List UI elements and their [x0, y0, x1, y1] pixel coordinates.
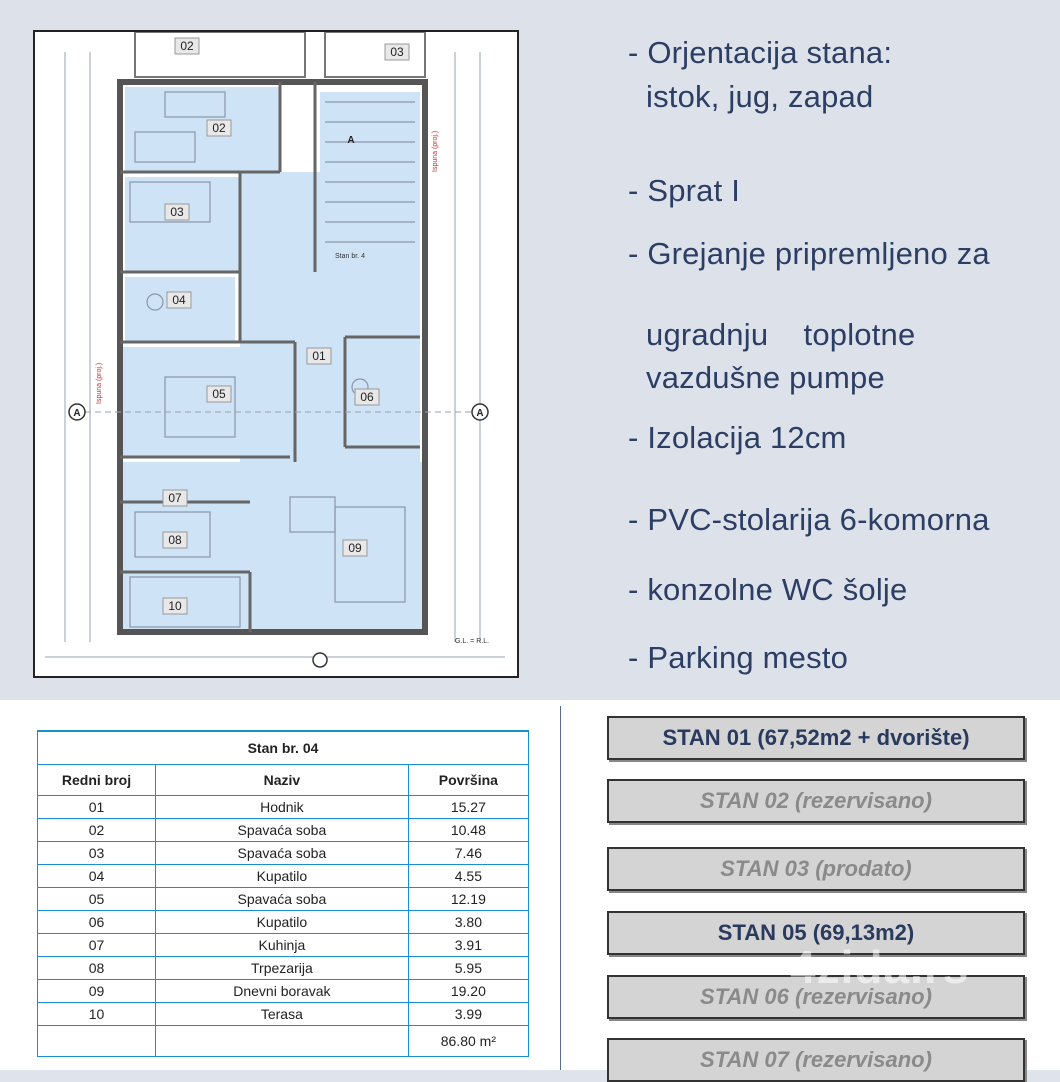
room-area: 10.48 — [407, 818, 530, 842]
room-name: Spavaća soba — [155, 887, 409, 911]
stan-07-button[interactable]: STAN 07 (rezervisano) — [607, 1038, 1025, 1082]
room-number: 07 — [168, 491, 182, 505]
feature-line: - Parking mesto — [628, 640, 849, 675]
section-marks — [68, 403, 489, 668]
floor-plan-drawing: 02 03 02 03 04 01 05 06 07 08 09 10 — [45, 32, 505, 668]
stan-06-button[interactable]: STAN 06 (rezervisano) — [607, 975, 1025, 1019]
section-mark-label: A — [73, 408, 80, 419]
room-name: Terasa — [155, 1002, 409, 1026]
feature-line: vazdušne pumpe — [646, 360, 885, 395]
room-number: 06 — [360, 390, 374, 404]
furniture — [129, 91, 415, 628]
inner-walls — [120, 82, 420, 632]
room-number: 03 — [390, 45, 404, 59]
room-area-table: Stan br. 04 Redni broj Naziv Površina 01… — [36, 730, 530, 1057]
room-name: Kupatilo — [155, 910, 409, 934]
room-number: 03 — [170, 205, 184, 219]
room-name: Kupatilo — [155, 864, 409, 888]
feature-line: ugradnju toplotne — [646, 317, 916, 352]
row-number: 06 — [36, 910, 157, 934]
row-number: 02 — [36, 818, 157, 842]
row-number: 07 — [36, 933, 157, 957]
row-number: 09 — [36, 979, 157, 1003]
plan-label: Stan br. 4 — [335, 253, 365, 260]
stan-01-button[interactable]: STAN 01 (67,52m2 + dvorište) — [607, 716, 1025, 760]
feature-line: - Orjentacija stana: — [628, 35, 893, 70]
stan-02-button[interactable]: STAN 02 (rezervisano) — [607, 779, 1025, 823]
room-area: 5.95 — [407, 956, 530, 980]
row-number: 05 — [36, 887, 157, 911]
column-header: Naziv — [155, 764, 409, 796]
feature-line: - Izolacija 12cm — [628, 420, 847, 455]
plan-label: Ispuna (proj.) — [96, 363, 103, 404]
room-number: 09 — [348, 541, 362, 555]
room-name: Dnevni boravak — [155, 979, 409, 1003]
room-area: 15.27 — [407, 795, 530, 819]
dimension-lines — [45, 52, 505, 658]
room-area: 19.20 — [407, 979, 530, 1003]
feature-line: istok, jug, zapad — [646, 79, 874, 114]
room-area: 3.91 — [407, 933, 530, 957]
outer-walls — [117, 79, 428, 635]
room-number: 05 — [212, 387, 226, 401]
room-number: 10 — [168, 599, 182, 613]
room-number: 04 — [172, 293, 186, 307]
room-area: 4.55 — [407, 864, 530, 888]
feature-line: - Sprat I — [628, 173, 741, 208]
room-name: Trpezarija — [155, 956, 409, 980]
room-number: 08 — [168, 533, 182, 547]
section-mark-label: A — [476, 408, 483, 419]
room-fills — [123, 87, 423, 632]
feature-line: - PVC-stolarija 6-komorna — [628, 502, 990, 537]
row-number: 04 — [36, 864, 157, 888]
room-name: Hodnik — [155, 795, 409, 819]
stan-05-button[interactable]: STAN 05 (69,13m2) — [607, 911, 1025, 955]
room-name: Spavaća soba — [155, 818, 409, 842]
row-number: 03 — [36, 841, 157, 865]
plan-label: Ispuna (proj.) — [432, 131, 439, 172]
row-number: 01 — [36, 795, 157, 819]
feature-line: - konzolne WC šolje — [628, 572, 908, 607]
room-name: Spavaća soba — [155, 841, 409, 865]
plan-label: G.L. = R.L. — [455, 638, 489, 645]
total-area: 86.80 m² — [407, 1025, 530, 1057]
table-caption: Stan br. 04 — [37, 730, 529, 765]
room-area: 7.46 — [407, 841, 530, 865]
column-header: Redni broj — [36, 764, 157, 796]
column-header: Površina — [407, 764, 530, 796]
divider — [560, 706, 561, 1070]
room-number-labels: 02 03 02 03 04 01 05 06 07 08 09 10 — [162, 37, 410, 615]
section-mark-label: A — [347, 135, 354, 146]
row-number: 08 — [36, 956, 157, 980]
floor-plan: 02 03 02 03 04 01 05 06 07 08 09 10 — [33, 30, 519, 678]
room-number: 02 — [180, 39, 194, 53]
feature-line: - Grejanje pripremljeno za — [628, 236, 990, 271]
stan-03-button[interactable]: STAN 03 (prodato) — [607, 847, 1025, 891]
room-name: Kuhinja — [155, 933, 409, 957]
row-number: 10 — [36, 1002, 157, 1026]
room-area: 12.19 — [407, 887, 530, 911]
room-number: 01 — [312, 349, 326, 363]
room-area: 3.99 — [407, 1002, 530, 1026]
total-row: 86.80 m² — [36, 1025, 530, 1057]
room-number: 02 — [212, 121, 226, 135]
room-area: 3.80 — [407, 910, 530, 934]
